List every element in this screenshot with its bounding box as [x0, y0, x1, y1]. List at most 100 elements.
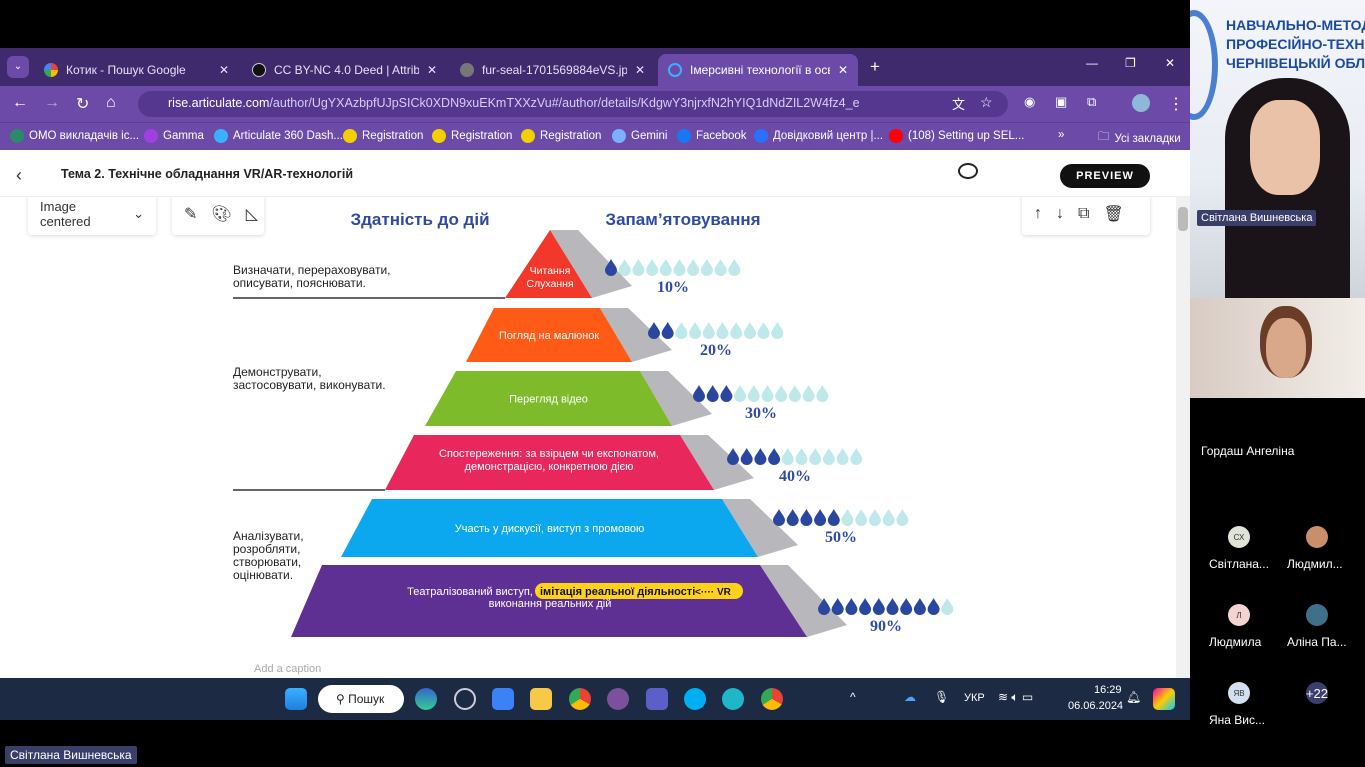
- canva-icon[interactable]: [722, 688, 744, 710]
- bookmark-item[interactable]: Articulate 360 Dash...: [214, 129, 343, 143]
- tab-bar: ⌄ Котик - Пошук Google✕ CC BY-NC 4.0 Dee…: [0, 48, 1190, 86]
- bookmark-item[interactable]: Gemini: [612, 129, 667, 143]
- chrome-icon[interactable]: [569, 688, 591, 710]
- skill-group-3: оцінювати.: [233, 568, 293, 582]
- home-icon[interactable]: ⌂: [106, 94, 116, 111]
- file-explorer-icon[interactable]: [530, 688, 552, 710]
- memory-drop-icon: [702, 322, 715, 339]
- bookmark-favicon-icon: [10, 129, 24, 143]
- menu-icon[interactable]: ⋮: [1168, 96, 1184, 113]
- close-tab-icon[interactable]: ✕: [218, 63, 229, 77]
- participant-avatar[interactable]: [1306, 526, 1328, 548]
- participant-avatar[interactable]: +22: [1306, 682, 1328, 704]
- extension-icon[interactable]: ◉: [1024, 94, 1036, 109]
- url-input[interactable]: rise.articulate.com/author/UgYXAzbpfUJpS…: [138, 91, 1008, 117]
- translate-icon[interactable]: 文: [952, 97, 966, 112]
- viber-icon[interactable]: [607, 688, 629, 710]
- comment-icon[interactable]: [958, 163, 978, 179]
- close-tab-icon[interactable]: ✕: [837, 63, 848, 77]
- memory-drop-icon: [841, 509, 854, 526]
- chrome-active-icon[interactable]: [761, 688, 783, 710]
- participant-avatar[interactable]: ЯВ: [1228, 682, 1250, 704]
- memory-drop-icon: [872, 598, 885, 615]
- copilot-icon[interactable]: [1153, 688, 1175, 710]
- participant-name: Людмил...: [1287, 557, 1343, 571]
- level-shadow: [600, 308, 672, 362]
- duplicate-icon[interactable]: ⧉: [1078, 205, 1090, 222]
- bookmark-favicon-icon: [214, 129, 228, 143]
- participant-avatar[interactable]: СХ: [1228, 526, 1250, 548]
- skype-icon[interactable]: [684, 688, 706, 710]
- pencil-icon[interactable]: ✎: [184, 206, 198, 223]
- mic-icon[interactable]: 🎙︎: [934, 690, 950, 704]
- bookmark-item[interactable]: Registration: [521, 129, 601, 143]
- google-translate-icon[interactable]: ▣: [1055, 94, 1068, 109]
- profile-avatar[interactable]: [1132, 94, 1150, 112]
- skill-group-2: застосовувати, виконувати.: [233, 378, 386, 392]
- restore-button[interactable]: ❐: [1125, 56, 1136, 70]
- image-mode-dropdown[interactable]: Image centered⌄: [28, 197, 156, 235]
- bookmark-item[interactable]: Довідковий центр |...: [754, 129, 883, 143]
- wifi-volume-battery[interactable]: ≋ 🔈︎ ▭: [998, 690, 1034, 704]
- minimize-button[interactable]: —: [1086, 56, 1098, 70]
- memory-drop-icon: [757, 322, 770, 339]
- caption-input[interactable]: Add a caption: [254, 663, 322, 675]
- scrollbar[interactable]: [1176, 197, 1190, 678]
- palette-icon[interactable]: 🎨︎: [211, 206, 232, 223]
- tab-3[interactable]: Імерсивні технології в освіті | ✕: [658, 54, 858, 86]
- memory-drop-icon: [740, 448, 753, 465]
- bookmark-item[interactable]: Registration: [343, 129, 423, 143]
- tab-2[interactable]: fur-seal-1701569884eVS.jpg (6✕: [450, 54, 655, 86]
- close-tab-icon[interactable]: ✕: [426, 63, 437, 77]
- close-window-button[interactable]: ✕: [1165, 56, 1176, 70]
- google-icon: [44, 63, 58, 77]
- taskbar-search[interactable]: ⚲ Пошук: [318, 685, 404, 713]
- clock-date[interactable]: 06.06.2024: [1068, 700, 1124, 712]
- move-up-icon[interactable]: ↑: [1034, 205, 1042, 222]
- bookmark-item[interactable]: Gamma: [144, 129, 204, 143]
- bottom-presenter-label: Світлана Вишневська: [5, 746, 137, 764]
- level-shadow: [722, 499, 798, 557]
- onedrive-icon[interactable]: ☁: [904, 690, 916, 704]
- bookmark-favicon-icon: [144, 129, 158, 143]
- clock-time[interactable]: 16:29: [1094, 684, 1122, 696]
- participant-avatar[interactable]: Л: [1228, 604, 1250, 626]
- more-bookmarks-icon[interactable]: »: [1058, 129, 1065, 141]
- bookmark-item[interactable]: (108) Setting up SEL...: [889, 129, 1024, 143]
- memory-drop-icon: [632, 259, 645, 276]
- bookmark-favicon-icon: [889, 129, 903, 143]
- bookmark-item[interactable]: ОМО викладачів іс...: [10, 129, 139, 143]
- new-tab-button[interactable]: +: [870, 57, 880, 76]
- memory-drop-icon: [831, 598, 844, 615]
- task-view-icon[interactable]: [454, 688, 476, 710]
- tab-0[interactable]: Котик - Пошук Google✕: [34, 54, 239, 86]
- tray-chevron-icon[interactable]: ^: [850, 690, 856, 704]
- close-tab-icon[interactable]: ✕: [634, 63, 645, 77]
- calendar-icon[interactable]: [492, 688, 514, 710]
- bookmark-item[interactable]: Facebook: [677, 129, 747, 143]
- articulate-icon: [668, 63, 682, 77]
- back-chevron-icon[interactable]: ‹: [16, 165, 22, 185]
- language-indicator[interactable]: УКР: [964, 692, 985, 704]
- bookmark-favicon-icon: [754, 129, 768, 143]
- ruler-icon[interactable]: ◺: [245, 206, 259, 223]
- tab-1[interactable]: CC BY-NC 4.0 Deed | Attribution✕: [242, 54, 447, 86]
- edge-icon[interactable]: [415, 688, 437, 710]
- teams-icon[interactable]: [646, 688, 668, 710]
- notification-icon[interactable]: 🔔︎: [1126, 690, 1142, 704]
- participant-avatar[interactable]: [1306, 604, 1328, 626]
- preview-button[interactable]: PREVIEW: [1060, 164, 1150, 188]
- extensions-puzzle-icon[interactable]: ⧉: [1087, 94, 1097, 109]
- move-down-icon[interactable]: ↓: [1056, 205, 1064, 222]
- start-icon[interactable]: [285, 688, 307, 710]
- forward-icon[interactable]: →: [44, 94, 60, 111]
- all-bookmarks[interactable]: 🗀︎Усі закладки: [1098, 129, 1181, 148]
- tab-search-button[interactable]: ⌄: [7, 56, 29, 78]
- bookmark-item[interactable]: Registration: [432, 129, 512, 143]
- back-icon[interactable]: ←: [12, 94, 28, 111]
- memory-drop-icon: [716, 322, 729, 339]
- delete-icon[interactable]: 🗑︎: [1103, 206, 1124, 223]
- bookmark-star-icon[interactable]: ☆: [980, 94, 993, 110]
- reload-icon[interactable]: ↻: [76, 96, 90, 113]
